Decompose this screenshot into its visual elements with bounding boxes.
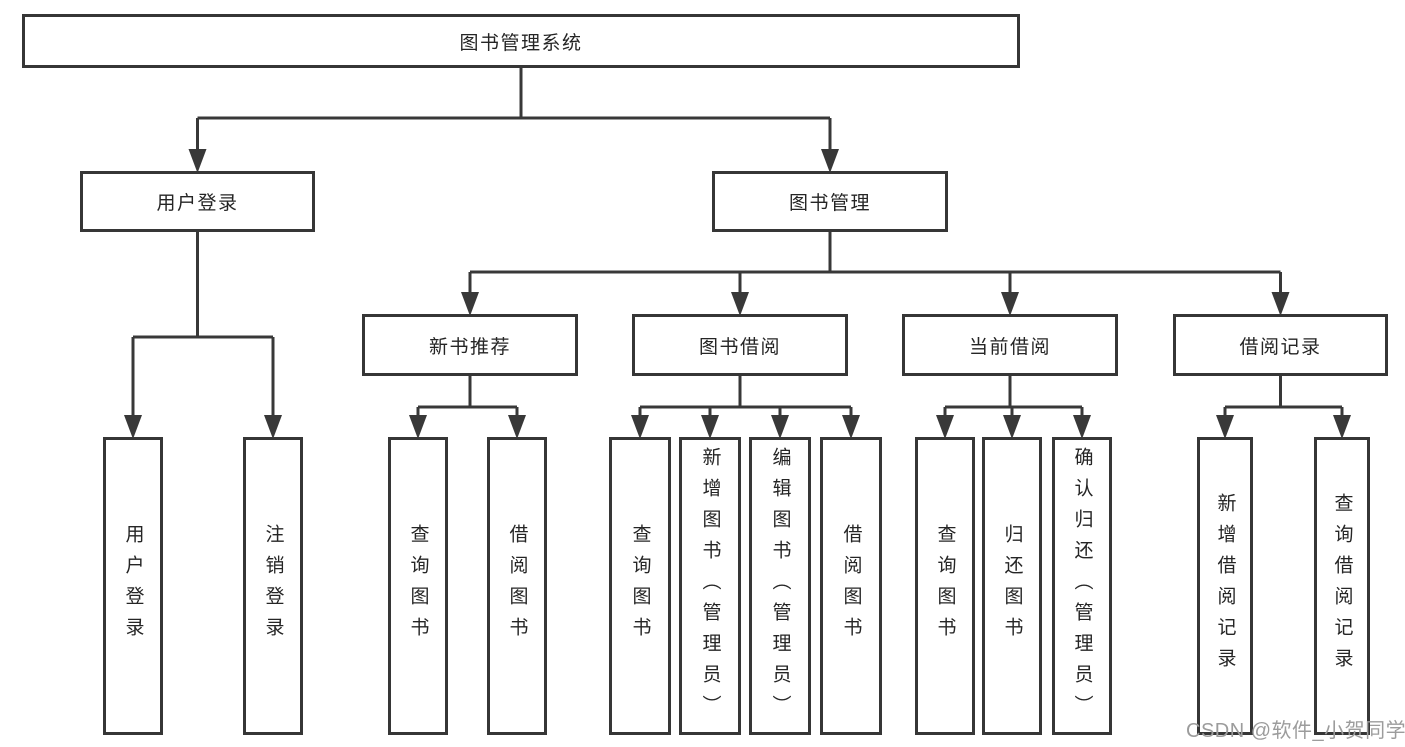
- node-record: 借阅记录: [1173, 314, 1388, 376]
- node-label-mgmt: 图书管理: [788, 193, 871, 214]
- node-borrow: 图书借阅: [632, 314, 848, 376]
- node-label-current-return: 归还图书: [1001, 524, 1023, 648]
- node-label-rec-query: 查询图书: [407, 524, 429, 648]
- node-current-return: 归还图书: [982, 437, 1042, 735]
- node-label-current: 当前借阅: [968, 336, 1051, 358]
- node-rec: 新书推荐: [362, 314, 578, 376]
- node-rec-borrow: 借阅图书: [487, 437, 547, 735]
- node-label-login-user: 用户登录: [122, 524, 144, 648]
- node-login-logout: 注销登录: [243, 437, 303, 735]
- node-label-current-confirm: 确认归还（管理员）: [1071, 446, 1093, 726]
- node-root: 图书管理系统: [22, 14, 1020, 68]
- node-label-login: 用户登录: [156, 193, 239, 214]
- node-label-root: 图书管理系统: [459, 32, 583, 54]
- node-label-borrow: 图书借阅: [698, 336, 781, 358]
- node-borrow-lend: 借阅图书: [820, 437, 882, 735]
- node-record-query: 查询借阅记录: [1314, 437, 1370, 735]
- node-label-current-query: 查询图书: [934, 524, 956, 648]
- node-current-query: 查询图书: [915, 437, 975, 735]
- node-label-rec-borrow: 借阅图书: [506, 524, 528, 648]
- node-label-borrow-edit: 编辑图书（管理员）: [769, 446, 791, 726]
- node-label-borrow-add: 新增图书（管理员）: [699, 446, 721, 726]
- node-label-borrow-lend: 借阅图书: [840, 524, 862, 648]
- node-label-borrow-query: 查询图书: [629, 524, 651, 648]
- node-borrow-add: 新增图书（管理员）: [679, 437, 741, 735]
- node-login-user: 用户登录: [103, 437, 163, 735]
- node-record-add: 新增借阅记录: [1197, 437, 1253, 735]
- node-borrow-query: 查询图书: [609, 437, 671, 735]
- node-mgmt: 图书管理: [712, 171, 948, 232]
- node-login: 用户登录: [80, 171, 315, 232]
- csdn-watermark: CSDN @软件_小贺同学: [1186, 720, 1405, 742]
- node-borrow-edit: 编辑图书（管理员）: [749, 437, 811, 735]
- node-label-record-add: 新增借阅记录: [1214, 493, 1236, 679]
- node-current-confirm: 确认归还（管理员）: [1052, 437, 1112, 735]
- node-rec-query: 查询图书: [388, 437, 448, 735]
- node-current: 当前借阅: [902, 314, 1118, 376]
- node-label-record: 借阅记录: [1239, 336, 1322, 358]
- node-label-record-query: 查询借阅记录: [1331, 493, 1353, 679]
- node-label-rec: 新书推荐: [428, 336, 511, 358]
- node-label-login-logout: 注销登录: [262, 524, 284, 648]
